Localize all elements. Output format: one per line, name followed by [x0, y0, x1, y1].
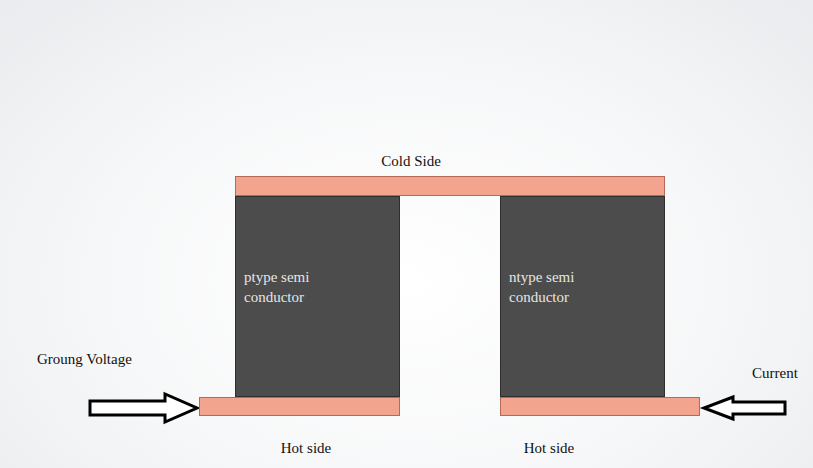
- input-arrow: [704, 397, 785, 419]
- side-label: Cold Side: [381, 151, 441, 171]
- material-label: ptype semi conductor: [244, 267, 328, 307]
- voltage-label: Groung Voltage: [37, 349, 132, 369]
- side-label: Hot side: [281, 438, 331, 458]
- cold-plate: Cold Side: [235, 176, 665, 196]
- current-label: Current: [752, 363, 798, 383]
- material-label: ntype semi conductor: [509, 267, 593, 307]
- hot-plate: Hot side: [199, 397, 400, 416]
- p-type-leg: ptype semi conductor: [235, 196, 400, 397]
- input-arrow: [90, 394, 197, 422]
- side-label: Hot side: [524, 438, 574, 458]
- n-type-leg: ntype semi conductor: [500, 196, 665, 397]
- hot-plate: Hot side: [500, 397, 700, 416]
